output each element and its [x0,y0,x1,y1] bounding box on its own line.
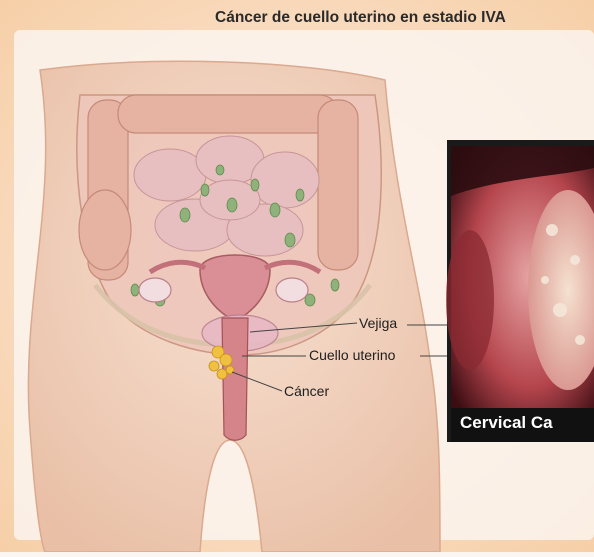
diagram-title: Cáncer de cuello uterino en estadio IVA [215,9,506,27]
label-cervix: Cuello uterino [309,347,395,363]
label-cancer: Cáncer [284,383,329,399]
cervix-vagina [222,318,248,440]
clinical-photo [446,140,594,442]
photo-caption: Cervical Ca [460,413,553,433]
label-bladder: Vejiga [359,315,397,331]
ovary-left [139,278,171,302]
ovary-right [276,278,308,302]
